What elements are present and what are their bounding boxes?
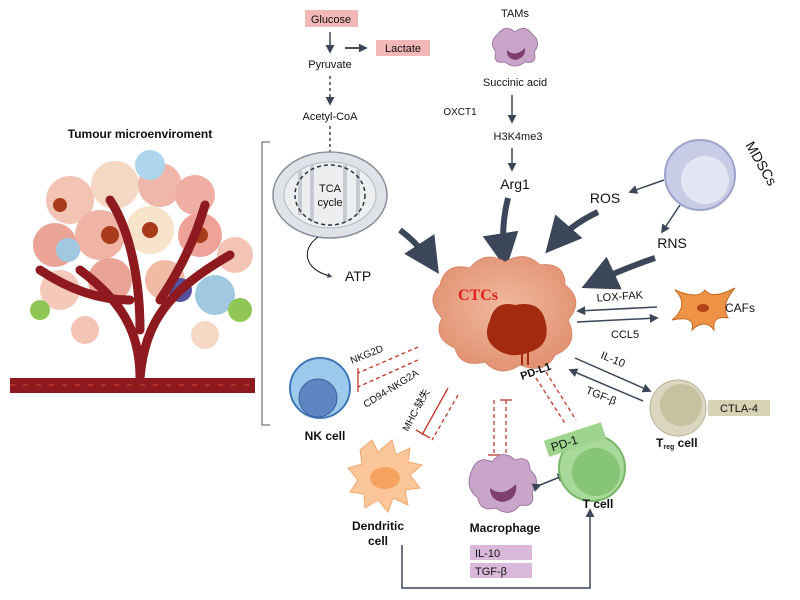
arg1-label: Arg1 (500, 176, 530, 192)
h3k4me3-label: H3K4me3 (494, 131, 543, 143)
macrophage-il10-box (470, 545, 532, 560)
oxct1-label: OXCT1 (443, 107, 477, 118)
dendritic-label-line2: cell (368, 534, 388, 548)
macrophage-il10-label: IL-10 (475, 548, 500, 560)
cd94-nkg2a-label: CD94-NKG2A (362, 368, 421, 411)
tam-macrophage-icon (492, 28, 538, 67)
dendritic-label-line1: Dendritic (352, 519, 404, 533)
pd1-box (543, 422, 607, 457)
nk-cell-label: NK cell (305, 429, 346, 443)
mdscs-label: MDSCs (742, 139, 780, 189)
lox-fak-label: LOX-FAK (596, 289, 644, 304)
tca-label-line1: TCA (319, 183, 342, 195)
mitochondrion (272, 151, 388, 239)
lactate-box (376, 40, 430, 56)
nk-inhibition-lines (357, 346, 459, 441)
rns-label: RNS (657, 235, 687, 251)
tams-label: TAMs (501, 8, 529, 20)
macrophage-label: Macrophage (470, 521, 541, 535)
caf-cell (671, 287, 736, 332)
ctla4-label: CTLA-4 (720, 403, 758, 415)
ccl5-label: CCL5 (611, 329, 639, 341)
t-cell-label: T cell (583, 497, 614, 511)
tca-label-line2: cycle (317, 197, 342, 209)
mdsc-cell (664, 139, 736, 211)
dendritic-to-tcell-arrow (401, 508, 595, 589)
dendritic-cell (347, 439, 424, 513)
glucose-box (305, 10, 358, 27)
treg-cell (649, 379, 707, 437)
succinic-acid-label: Succinic acid (483, 77, 547, 89)
macrophage-inhibition-lines (488, 371, 577, 456)
atp-label: ATP (345, 268, 371, 284)
ctc-cell (432, 256, 577, 372)
treg-il10-label: IL-10 (599, 350, 627, 371)
lactate-label: Lactate (385, 43, 421, 55)
macrophage-tgfb-label: TGF-β (475, 566, 507, 578)
ctla4-box (708, 400, 770, 416)
treg-cell-label: Treg cell (656, 436, 698, 451)
pyruvate-label: Pyruvate (308, 59, 351, 71)
tumour-tree-illustration (10, 150, 255, 393)
bracket (261, 141, 270, 426)
cafs-label: CAFs (725, 301, 755, 315)
nkg2d-label: NKG2D (349, 344, 385, 367)
glucose-label: Glucose (311, 14, 351, 26)
nk-cell (289, 357, 351, 419)
macrophage-cell (468, 454, 537, 513)
macrophage-tgfb-box (470, 563, 532, 578)
diagram-title: Tumour microenviroment (68, 127, 212, 141)
ctcs-label: CTCs (458, 287, 498, 304)
acetyl-coa-label: Acetyl-CoA (302, 111, 358, 123)
ros-label: ROS (590, 190, 620, 206)
t-cell (558, 434, 626, 502)
